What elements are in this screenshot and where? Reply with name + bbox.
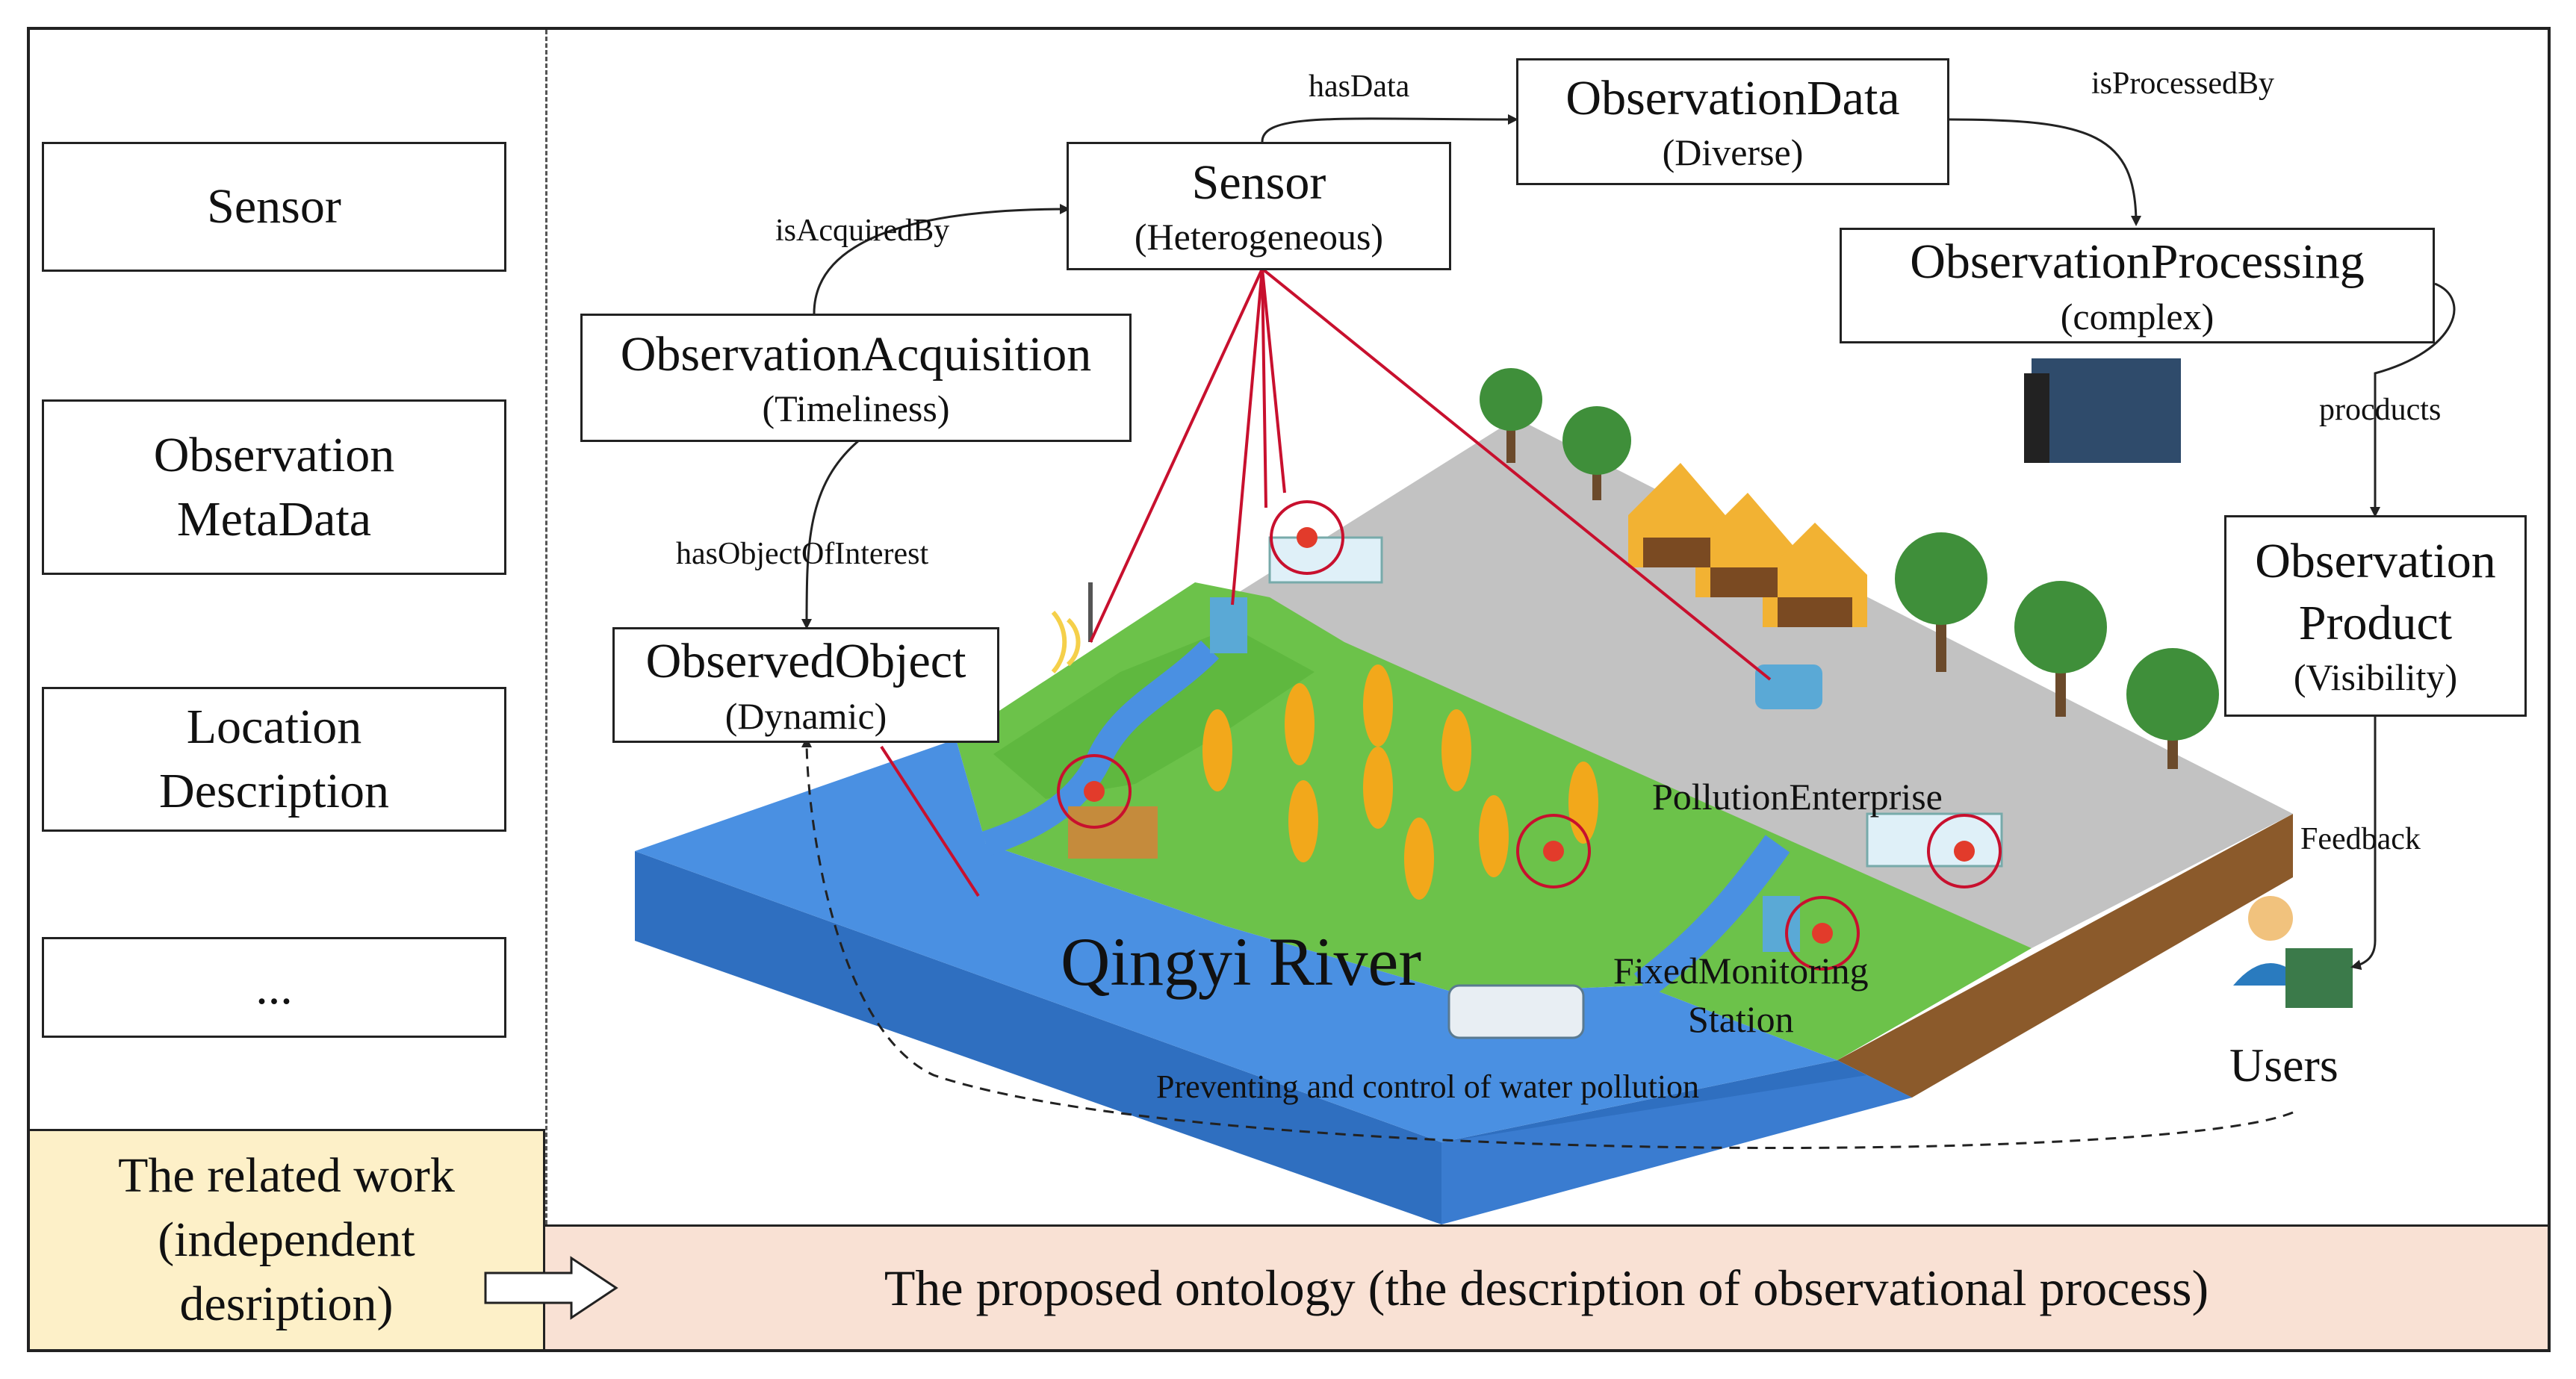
water-front [635, 851, 1441, 1224]
node-observation-data: ObservationData(Diverse) [1516, 58, 1949, 185]
node-observed-object: ObservedObject(Dynamic) [612, 627, 999, 743]
kiosk-2 [1763, 896, 1800, 952]
sensor-targets [1057, 500, 2002, 971]
pollution-enterprise-label: PollutionEnterprise [1652, 776, 1943, 818]
computer [2032, 358, 2181, 463]
left-item-location: Location Description [42, 687, 506, 832]
road-area [1195, 418, 2293, 948]
left-item-sensor: Sensor [42, 142, 506, 272]
water-side [1441, 1060, 1912, 1142]
node-sensor: Sensor(Heterogeneous) [1067, 142, 1451, 270]
related-work-label: The related work (independent desription… [30, 1129, 545, 1349]
node-observation-acquisition: ObservationAcquisition(Timeliness) [580, 314, 1132, 442]
pollution-control-label: Preventing and control of water pollutio… [1156, 1068, 1700, 1105]
user-icon [2233, 896, 2353, 1008]
edge-label-isprocessedby: isProcessedBy [2091, 66, 2274, 101]
crops [1202, 664, 1598, 900]
houses [1628, 463, 1867, 627]
edge-label-hasobjectofinterest: hasObjectOfInterest [676, 537, 929, 571]
monitoring-station-label: FixedMonitoring Station [1613, 950, 1869, 1040]
node-observation-product: Observation Product(Visibility) [2224, 515, 2527, 717]
edge-label-feedback: Feedback [2300, 822, 2421, 856]
transition-arrow [484, 1256, 618, 1320]
station-2 [1866, 812, 2003, 868]
water-top [635, 739, 1837, 1142]
users-label: Users [2229, 1039, 2338, 1092]
soil-side [1837, 814, 2293, 1098]
river-label: Qingyi River [1061, 924, 1421, 1000]
kiosk-1 [1210, 597, 1247, 653]
proposed-ontology-label: The proposed ontology (the description o… [545, 1224, 2548, 1349]
panel-divider [545, 30, 547, 1224]
left-item-metadata: Observation MetaData [42, 399, 506, 575]
node-observation-processing: ObservationProcessing(complex) [1840, 228, 2435, 343]
edge-label-isacquiredby: isAcquiredBy [775, 214, 950, 248]
edge-label-products: procducts [2319, 393, 2442, 427]
edge-label-hasdata: hasData [1309, 69, 1410, 104]
figure-frame [27, 27, 2551, 1352]
hut [1068, 806, 1158, 859]
left-item-more: ... [42, 937, 506, 1038]
trees [1480, 368, 2219, 769]
station-1 [1268, 536, 1383, 584]
boat [1447, 984, 1585, 1039]
ontology-edges [801, 113, 2456, 1149]
car [1755, 664, 1822, 709]
sensor-links [880, 267, 1772, 897]
